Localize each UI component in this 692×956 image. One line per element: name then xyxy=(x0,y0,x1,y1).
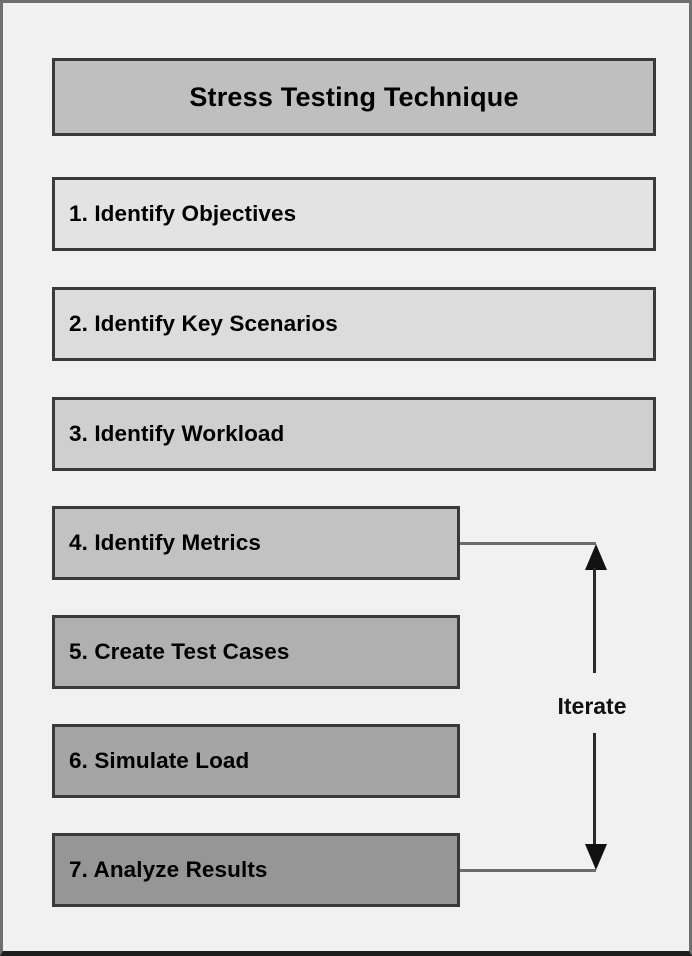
step-label-4: 4. Identify Metrics xyxy=(69,530,261,555)
connector-from-step-7 xyxy=(460,869,596,872)
step-label-5: 5. Create Test Cases xyxy=(69,639,290,664)
connector-from-step-4 xyxy=(460,542,596,545)
step-label-6: 6. Simulate Load xyxy=(69,748,250,773)
step-box-2: 2. Identify Key Scenarios xyxy=(52,287,662,367)
arrow-down-icon xyxy=(585,844,607,870)
step-label-1: 1. Identify Objectives xyxy=(69,201,297,226)
diagram-title-label: Stress Testing Technique xyxy=(189,81,519,112)
iterate-label: Iterate xyxy=(557,693,627,719)
step-box-1: 1. Identify Objectives xyxy=(52,177,662,257)
iterate-line-lower xyxy=(593,733,596,844)
step-box-5: 5. Create Test Cases xyxy=(52,615,466,695)
step-label-2: 2. Identify Key Scenarios xyxy=(69,311,338,336)
iterate-line-upper xyxy=(593,568,596,673)
diagram-title-box: Stress Testing Technique xyxy=(52,58,662,142)
step-box-7: 7. Analyze Results xyxy=(52,833,466,913)
arrow-up-icon xyxy=(585,544,607,570)
step-label-3: 3. Identify Workload xyxy=(69,421,285,446)
step-box-6: 6. Simulate Load xyxy=(52,724,466,804)
step-box-3: 3. Identify Workload xyxy=(52,397,662,477)
step-label-7: 7. Analyze Results xyxy=(69,857,268,882)
step-box-4: 4. Identify Metrics xyxy=(52,506,466,586)
